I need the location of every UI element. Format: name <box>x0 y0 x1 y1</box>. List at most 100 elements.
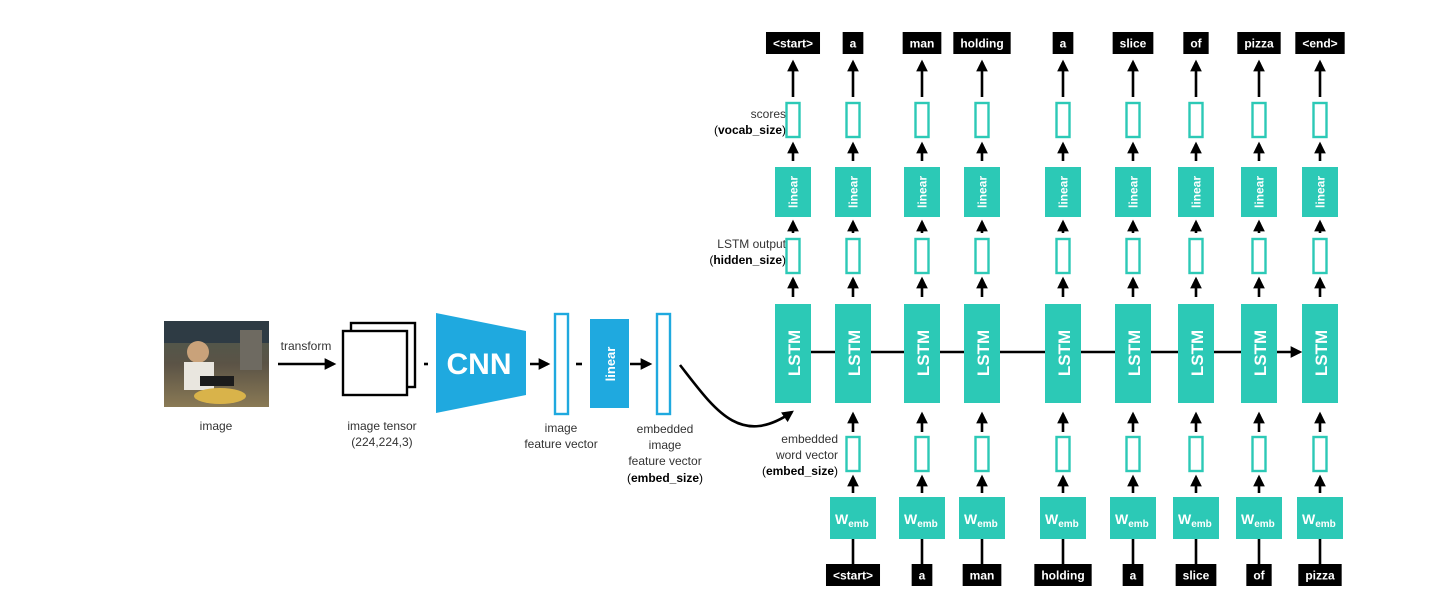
embedded-image-label-3: feature vector <box>628 454 701 468</box>
input-token-text: pizza <box>1305 569 1335 583</box>
output-token <box>842 32 864 54</box>
lstm-output-vector <box>1312 237 1328 275</box>
scores-vector <box>914 101 930 139</box>
word-embedding-block <box>959 497 1005 539</box>
word-embedding-block <box>1297 497 1343 539</box>
lstm-label: LSTM <box>1251 330 1270 376</box>
word-embedding-label: Wemb <box>904 511 938 530</box>
input-token-text: of <box>1253 569 1265 583</box>
input-token-text: a <box>919 569 926 583</box>
word-embedding-label: Wemb <box>964 511 998 530</box>
output-linear-label: linear <box>976 176 990 208</box>
image-feature-vector-label-1: image <box>545 421 578 435</box>
embedded-image-size: (embed_size) <box>627 471 703 485</box>
output-token-text: holding <box>960 37 1003 51</box>
lstm-label: LSTM <box>1055 330 1074 376</box>
input-token <box>911 564 933 586</box>
output-token <box>902 32 942 54</box>
image-label: image <box>200 419 233 433</box>
lstm-output-vector <box>914 237 930 275</box>
output-token-text: a <box>850 37 857 51</box>
word-embedding-label: Wemb <box>1302 511 1336 530</box>
scores-vector <box>1188 101 1204 139</box>
cnn-block <box>436 313 526 413</box>
embed-size-label: (embed_size) <box>762 464 838 478</box>
lstm-block <box>1045 304 1081 403</box>
image-linear-block <box>590 319 629 408</box>
image-tensor-shape: (224,224,3) <box>351 435 412 449</box>
embedded-word-label-1: embedded <box>781 432 838 446</box>
lstm-block <box>964 304 1000 403</box>
image-feature-vector <box>553 312 570 416</box>
lstm-output-vector <box>785 237 801 275</box>
image-tensor-label: image tensor <box>347 419 416 433</box>
scores-vector <box>1125 101 1141 139</box>
scores-vector <box>845 101 861 139</box>
output-token <box>953 32 1011 54</box>
lstm-block <box>904 304 940 403</box>
scores-vector <box>1312 101 1328 139</box>
image-linear-label: linear <box>603 347 618 382</box>
output-token-text: <start> <box>773 37 813 51</box>
embedded-word-vector <box>1188 435 1204 473</box>
output-token <box>1112 32 1154 54</box>
input-token <box>1246 564 1272 586</box>
word-embedding-label: Wemb <box>1045 511 1079 530</box>
output-linear-label: linear <box>1127 176 1141 208</box>
word-embedding-block <box>830 497 876 539</box>
input-token <box>1034 564 1092 586</box>
embedded-word-vector <box>914 435 930 473</box>
lstm-label: LSTM <box>974 330 993 376</box>
output-linear-block <box>1045 167 1081 217</box>
output-token <box>1183 32 1209 54</box>
embedded-word-label-2: word vector <box>775 448 838 462</box>
input-token-text: holding <box>1041 569 1084 583</box>
output-token <box>1052 32 1074 54</box>
word-embedding-block <box>1110 497 1156 539</box>
output-token-text: <end> <box>1302 37 1337 51</box>
cnn-label: CNN <box>447 348 512 381</box>
input-token <box>1175 564 1217 586</box>
lstm-output-vector <box>974 237 990 275</box>
output-token <box>1295 32 1345 54</box>
lstm-block <box>775 304 811 403</box>
output-linear-label: linear <box>916 176 930 208</box>
lstm-label: LSTM <box>1312 330 1331 376</box>
lstm-output-vector <box>845 237 861 275</box>
lstm-block <box>835 304 871 403</box>
lstm-label: LSTM <box>1188 330 1207 376</box>
output-linear-label: linear <box>1253 176 1267 208</box>
input-token <box>1298 564 1342 586</box>
output-token-text: a <box>1060 37 1067 51</box>
vocab-size-label: (vocab_size) <box>714 123 786 137</box>
output-linear-label: linear <box>787 176 801 208</box>
scores-vector <box>1251 101 1267 139</box>
output-linear-block <box>1178 167 1214 217</box>
lstm-block <box>1178 304 1214 403</box>
input-token <box>1122 564 1144 586</box>
input-token <box>962 564 1002 586</box>
embedded-word-vector <box>1251 435 1267 473</box>
lstm-output-vector <box>1125 237 1141 275</box>
embedded-word-vector <box>1125 435 1141 473</box>
word-embedding-block <box>1236 497 1282 539</box>
output-linear-block <box>904 167 940 217</box>
scores-label: scores <box>751 107 786 121</box>
input-image <box>164 321 269 407</box>
lstm-output-label: LSTM output <box>717 237 786 251</box>
output-token-text: slice <box>1120 37 1147 51</box>
output-linear-block <box>1302 167 1338 217</box>
output-token <box>765 32 821 54</box>
lstm-output-vector <box>1188 237 1204 275</box>
output-linear-block <box>1115 167 1151 217</box>
embedded-word-vector <box>974 435 990 473</box>
output-token-text: of <box>1190 37 1202 51</box>
output-linear-label: linear <box>847 176 861 208</box>
output-linear-label: linear <box>1057 176 1071 208</box>
input-token-text: <start> <box>833 569 873 583</box>
output-linear-label: linear <box>1190 176 1204 208</box>
lstm-block <box>1115 304 1151 403</box>
word-embedding-label: Wemb <box>1178 511 1212 530</box>
embedded-to-lstm-curve-arrow <box>678 364 794 428</box>
